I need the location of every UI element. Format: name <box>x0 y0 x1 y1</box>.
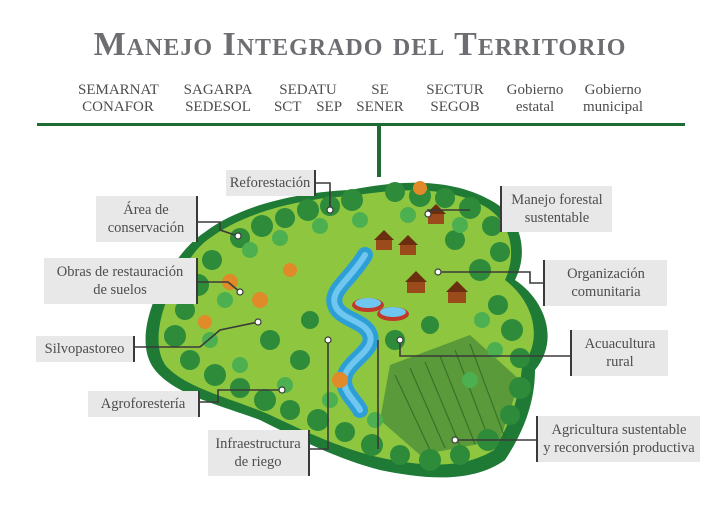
label-text: Infraestructura de riego <box>215 435 300 471</box>
tree-canopy <box>164 181 531 471</box>
label-line: de suelos <box>93 282 147 298</box>
agency-line: Gobierno <box>506 82 564 98</box>
label-line: Acuacultura <box>584 336 656 352</box>
label-silvopastoreo: Silvopastoreo <box>36 336 135 362</box>
label-agroforesteria: Agroforestería <box>88 391 200 417</box>
label-area-conservacion: Área de conservación <box>96 196 198 242</box>
label-line: Obras de restauración <box>56 264 184 280</box>
label-text: Manejo forestal sustentable <box>511 191 602 227</box>
label-line: rural <box>606 354 634 370</box>
label-line: conservación <box>107 220 185 236</box>
agency-line: CONAFOR <box>82 99 154 115</box>
label-obras-restauracion: Obras de restauración de suelos <box>44 258 198 304</box>
divider-line <box>37 123 685 126</box>
label-text: Reforestación <box>229 175 311 191</box>
crop-field <box>380 335 520 455</box>
label-line: Agricultura sustentable <box>551 422 687 438</box>
label-line: Infraestructura <box>215 436 301 452</box>
agency-line: estatal <box>515 99 555 115</box>
agency-line: SE <box>371 82 389 98</box>
label-manejo-forestal: Manejo forestal sustentable <box>500 186 612 232</box>
agency-line: SEMARNAT <box>78 82 159 98</box>
connector-stem <box>377 125 381 177</box>
label-infraestructura-riego: Infraestructura de riego <box>208 430 310 476</box>
label-line: y reconversión productiva <box>543 440 695 456</box>
label-acuacultura-rural: Acuacultura rural <box>570 330 668 376</box>
agency-line: SEDATU <box>279 82 337 98</box>
agency-line: SEGOB <box>430 99 480 115</box>
label-line: Manejo forestal <box>511 192 603 208</box>
label-text: Acuacultura rural <box>585 335 656 371</box>
label-text: Área de conservación <box>108 201 185 237</box>
callout-dots <box>234 206 459 444</box>
label-reforestacion: Reforestación <box>226 170 316 196</box>
agency-line: SENER <box>356 99 404 115</box>
label-line: Organización <box>567 266 645 282</box>
agency-line: Gobierno <box>584 82 642 98</box>
page-title: Manejo Integrado del Territorio <box>93 26 627 63</box>
label-text: Agroforestería <box>100 396 186 412</box>
fish-ponds <box>352 298 409 321</box>
agency-line: SAGARPA <box>183 82 253 98</box>
label-agricultura-sustentable: Agricultura sustentable y reconversión pr… <box>536 416 700 462</box>
village-houses <box>374 204 468 303</box>
label-line: de riego <box>234 454 282 470</box>
label-text: Obras de restauración de suelos <box>57 263 183 299</box>
label-organizacion-comunitaria: Organización comunitaria <box>543 260 667 306</box>
label-text: Organización comunitaria <box>567 265 645 301</box>
label-line: sustentable <box>524 210 590 226</box>
label-line: Área de <box>123 202 169 218</box>
label-text: Silvopastoreo <box>44 341 125 357</box>
agency-line: municipal <box>583 99 643 115</box>
agency-line: SECTUR <box>426 82 484 98</box>
agency-line: SEDESOL <box>185 99 251 115</box>
label-text: Agricultura sustentable y reconversión pr… <box>543 421 694 457</box>
label-line: comunitaria <box>571 284 641 300</box>
agency-line: SCT SEP <box>273 99 343 115</box>
callout-lines <box>133 182 570 450</box>
